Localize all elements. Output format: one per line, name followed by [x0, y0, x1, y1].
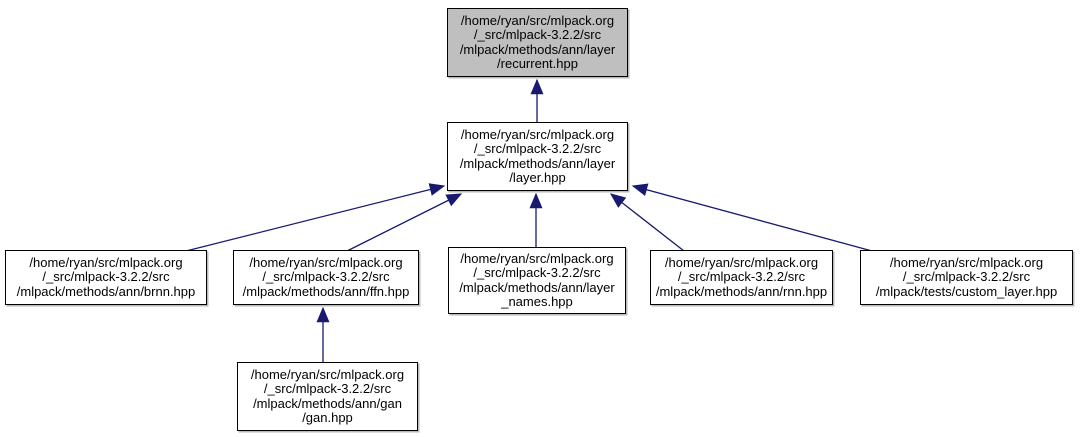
node-rnn-hpp[interactable]: /home/ryan/src/mlpack.org /_src/mlpack-3…	[650, 250, 833, 305]
file-path-line: /gan.hpp	[302, 410, 353, 425]
file-path-line: /home/ryan/src/mlpack.org	[460, 126, 615, 142]
file-path-line: /home/ryan/src/mlpack.org	[249, 254, 403, 270]
file-path-line: /_src/mlpack-3.2.2/src	[262, 269, 390, 285]
file-path-line: /home/ryan/src/mlpack.org	[460, 250, 614, 266]
file-path-line: /home/ryan/src/mlpack.org	[250, 366, 405, 382]
file-path-line: /_src/mlpack-3.2.2/src	[902, 269, 1031, 285]
edge-custom-layer-to-layer	[631, 183, 873, 252]
file-path-line: /mlpack/tests/custom_layer.hpp	[875, 283, 1058, 299]
node-gan-hpp[interactable]: /home/ryan/src/mlpack.org /_src/mlpack-3…	[237, 362, 418, 431]
file-path-line: /mlpack/methods/ann/layer	[459, 279, 615, 295]
file-path-line: /home/ryan/src/mlpack.org	[664, 254, 819, 270]
node-brnn-hpp[interactable]: /home/ryan/src/mlpack.org /_src/mlpack-3…	[5, 250, 207, 305]
node-custom-layer-hpp[interactable]: /home/ryan/src/mlpack.org /_src/mlpack-3…	[860, 250, 1073, 305]
node-recurrent-hpp: /home/ryan/src/mlpack.org /_src/mlpack-3…	[447, 8, 628, 77]
file-path-line: /_src/mlpack-3.2.2/src	[677, 269, 806, 285]
file-path-line: /_src/mlpack-3.2.2/src	[263, 381, 392, 396]
file-path-line: /mlpack/methods/ann/rnn.hpp	[655, 283, 828, 299]
node-layer-hpp[interactable]: /home/ryan/src/mlpack.org /_src/mlpack-3…	[447, 122, 628, 191]
edge-brnn-to-layer	[185, 183, 446, 252]
file-path-line: /home/ryan/src/mlpack.org	[460, 12, 615, 28]
node-ffn-hpp[interactable]: /home/ryan/src/mlpack.org /_src/mlpack-3…	[233, 250, 419, 305]
file-path-line: /_src/mlpack-3.2.2/src	[473, 27, 602, 42]
edge-rnn-to-layer	[609, 193, 685, 252]
file-path-line: /home/ryan/src/mlpack.org	[29, 254, 183, 270]
file-path-line: _names.hpp	[501, 294, 573, 309]
file-path-line: /mlpack/methods/ann/layer	[459, 41, 616, 57]
file-path-line: /_src/mlpack-3.2.2/src	[42, 269, 170, 285]
node-layer-names-hpp[interactable]: /home/ryan/src/mlpack.org /_src/mlpack-3…	[448, 247, 626, 314]
file-path-line: /mlpack/methods/ann/layer	[459, 155, 616, 171]
file-path-line: /_src/mlpack-3.2.2/src	[473, 141, 602, 156]
file-path-line: /layer.hpp	[509, 170, 566, 185]
file-path-line: /_src/mlpack-3.2.2/src	[473, 265, 601, 280]
file-path-line: /mlpack/methods/ann/brnn.hpp	[16, 283, 196, 299]
file-path-line: /mlpack/methods/ann/ffn.hpp	[242, 283, 410, 299]
file-path-line: /home/ryan/src/mlpack.org	[889, 254, 1044, 270]
file-path-line: /recurrent.hpp	[497, 56, 578, 71]
file-path-line: /mlpack/methods/ann/gan	[253, 395, 402, 411]
edge-ffn-to-layer	[346, 193, 463, 252]
